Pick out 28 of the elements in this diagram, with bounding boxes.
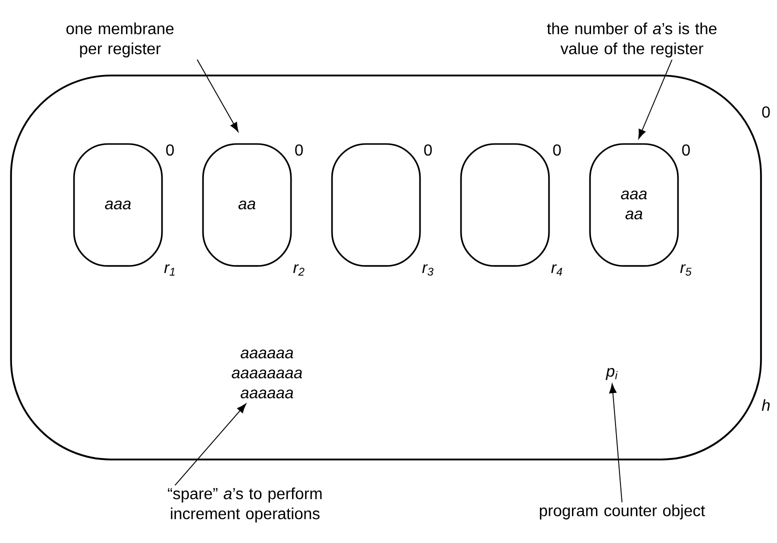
annotation-text: “spare” a’s to perform increment operations [168,488,322,522]
arrow [174,404,246,486]
register-membrane: aaa [73,143,163,267]
membrane-label: h [762,399,770,411]
object-multiset: aaaaaa aaaaaaaa aaaaaa [232,350,302,398]
register-membrane: aa [202,143,292,267]
membrane-label: r$_{5}$ [680,264,692,276]
membrane-label: r$_{2}$ [293,264,304,276]
register-membrane: aaa aa [589,143,679,267]
membrane-label: 0 [295,144,303,156]
arrow [609,384,622,503]
skin-membrane [10,74,762,460]
membrane-label: 0 [762,106,770,118]
arrow [196,59,238,132]
annotation-text: the number of a’s is the value of the register [547,22,716,58]
membrane-label: 0 [424,144,432,156]
membrane-label: 0 [553,144,561,156]
register-membrane [460,143,550,267]
membrane-label: r$_{1}$ [164,264,175,276]
arrow [638,59,672,139]
membrane-label: r$_{4}$ [551,264,562,276]
annotation-text: one membrane per register [66,22,174,58]
membrane-label: 0 [166,144,174,156]
object-multiset: p$_{i}$ [606,368,618,380]
membrane-label: r$_{3}$ [422,264,434,276]
membrane-label: 0 [682,144,690,156]
annotation-text: program counter object [540,504,705,520]
register-membrane [331,143,421,267]
